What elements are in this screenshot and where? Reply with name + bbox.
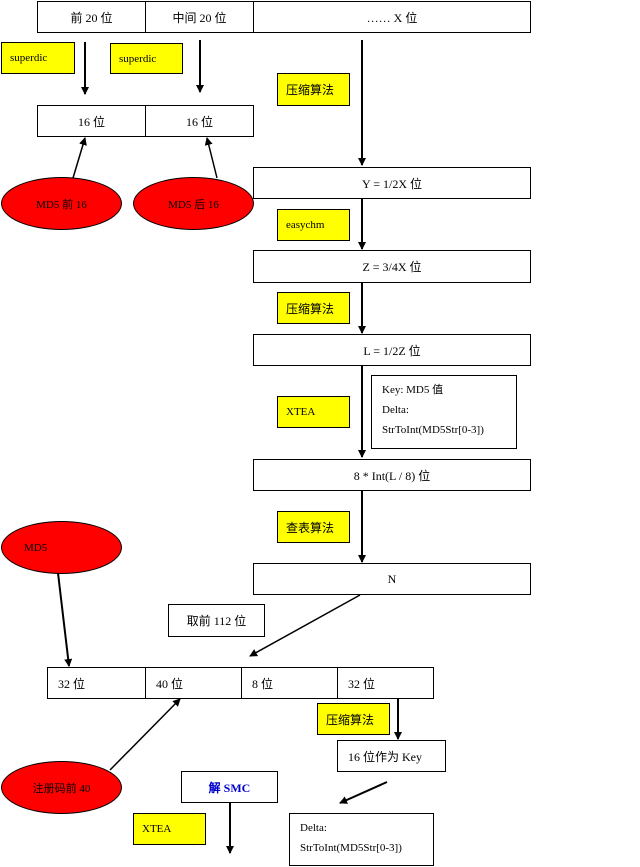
note-line: StrToInt(MD5Str[0-3]) [382, 424, 484, 436]
arrow [249, 594, 361, 657]
row16-cell-1: 16 位 [37, 105, 146, 137]
bottom-cell-32b: 32 位 [337, 667, 434, 699]
smc-box: 解 SMC [181, 771, 278, 803]
bottom-cell-8: 8 位 [241, 667, 338, 699]
y-box: Y = 1/2X 位 [253, 167, 531, 199]
key-box: 16 位作为 Key [337, 740, 446, 772]
top-cell-x: …… X 位 [253, 1, 531, 33]
bottom-cell-32a: 32 位 [47, 667, 146, 699]
z-box: Z = 3/4X 位 [253, 250, 531, 283]
md5-first16-oval: MD5 前 16 [1, 177, 122, 230]
easychm-label: easychm [277, 209, 350, 241]
reg-code-oval: 注册码前 40 [1, 761, 122, 814]
arrow [109, 698, 181, 771]
arrow [57, 572, 73, 667]
note-line: Delta: [382, 404, 409, 416]
xtea-label-2: XTEA [133, 813, 206, 845]
delta-note: Delta: StrToInt(MD5Str[0-3]) [289, 813, 434, 866]
md5-oval: MD5 [1, 521, 122, 574]
superdic-label-1: superdic [1, 42, 75, 74]
int-box: 8 * Int(L / 8) 位 [253, 459, 531, 491]
compress-label-3: 压缩算法 [317, 703, 390, 735]
superdic-label-2: superdic [110, 43, 183, 74]
l-box: L = 1/2Z 位 [253, 334, 531, 366]
note-line: Key: MD5 值 [382, 384, 444, 396]
lookup-label: 查表算法 [277, 511, 350, 543]
compress-label-2: 压缩算法 [277, 292, 350, 324]
top-cell-middle20: 中间 20 位 [145, 1, 254, 33]
take-first-112-box: 取前 112 位 [168, 604, 265, 637]
arrow [72, 137, 87, 179]
n-box: N [253, 563, 531, 595]
note-line: StrToInt(MD5Str[0-3]) [300, 842, 402, 854]
md5-last16-oval: MD5 后 16 [133, 177, 254, 230]
compress-label-1: 压缩算法 [277, 73, 350, 106]
top-cell-first20: 前 20 位 [37, 1, 146, 33]
xtea-label-1: XTEA [277, 396, 350, 428]
row16-cell-2: 16 位 [145, 105, 254, 137]
xtea-key-note: Key: MD5 值 Delta: StrToInt(MD5Str[0-3]) [371, 375, 517, 449]
arrow [204, 137, 218, 179]
note-line: Delta: [300, 822, 327, 834]
bottom-cell-40: 40 位 [145, 667, 242, 699]
arrow [339, 781, 388, 804]
